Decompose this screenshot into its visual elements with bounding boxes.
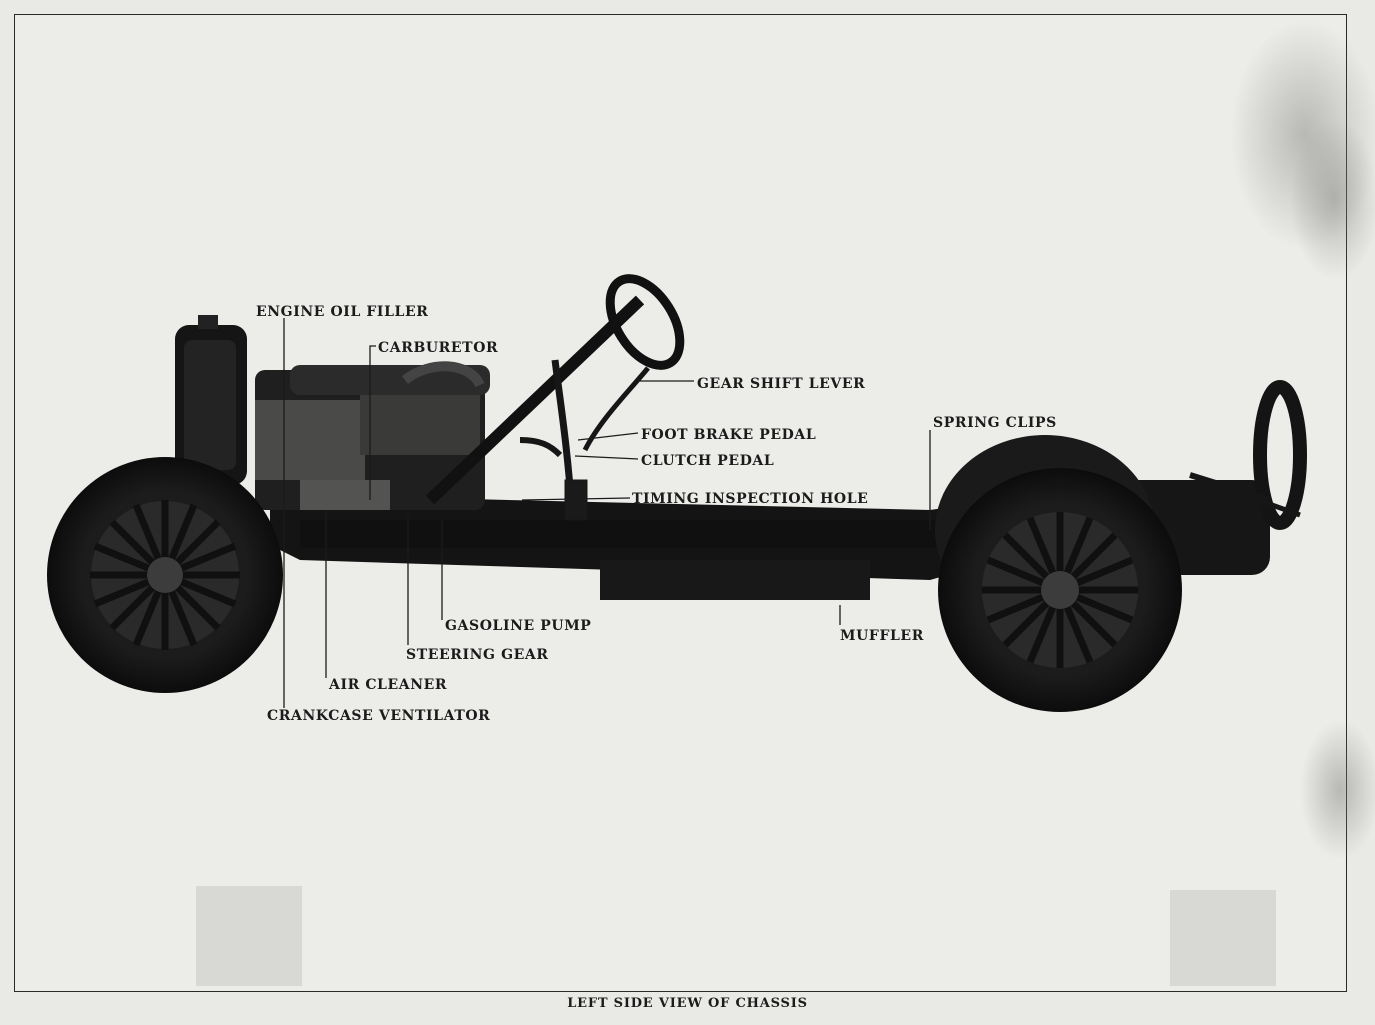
controls <box>519 359 650 521</box>
label-air-cleaner: AIR CLEANER <box>329 677 448 693</box>
label-crankcase-ventilator: CRANKCASE VENTILATOR <box>267 708 491 724</box>
label-engine-oil-filler: ENGINE OIL FILLER <box>256 304 429 320</box>
label-gear-shift-lever: GEAR SHIFT LEVER <box>697 376 866 392</box>
leader-lines <box>283 318 931 708</box>
front-wheel <box>47 457 283 693</box>
steering-column <box>425 274 685 505</box>
label-foot-brake-pedal: FOOT BRAKE PEDAL <box>641 427 817 443</box>
figure-caption: LEFT SIDE VIEW OF CHASSIS <box>567 996 808 1011</box>
label-timing-inspection-hole: TIMING INSPECTION HOLE <box>632 491 869 507</box>
label-carburetor: CARBURETOR <box>378 340 499 356</box>
label-clutch-pedal: CLUTCH PEDAL <box>641 453 775 469</box>
label-steering-gear: STEERING GEAR <box>406 647 549 663</box>
label-spring-clips: SPRING CLIPS <box>933 415 1057 431</box>
rear-wheel <box>935 435 1182 712</box>
faded-patch <box>196 886 302 986</box>
spare-carrier <box>1189 380 1307 530</box>
faded-patch <box>1170 890 1276 986</box>
radiator <box>175 315 247 485</box>
engine <box>255 361 490 510</box>
label-muffler: MUFFLER <box>840 628 924 644</box>
label-gasoline-pump: GASOLINE PUMP <box>445 618 592 634</box>
